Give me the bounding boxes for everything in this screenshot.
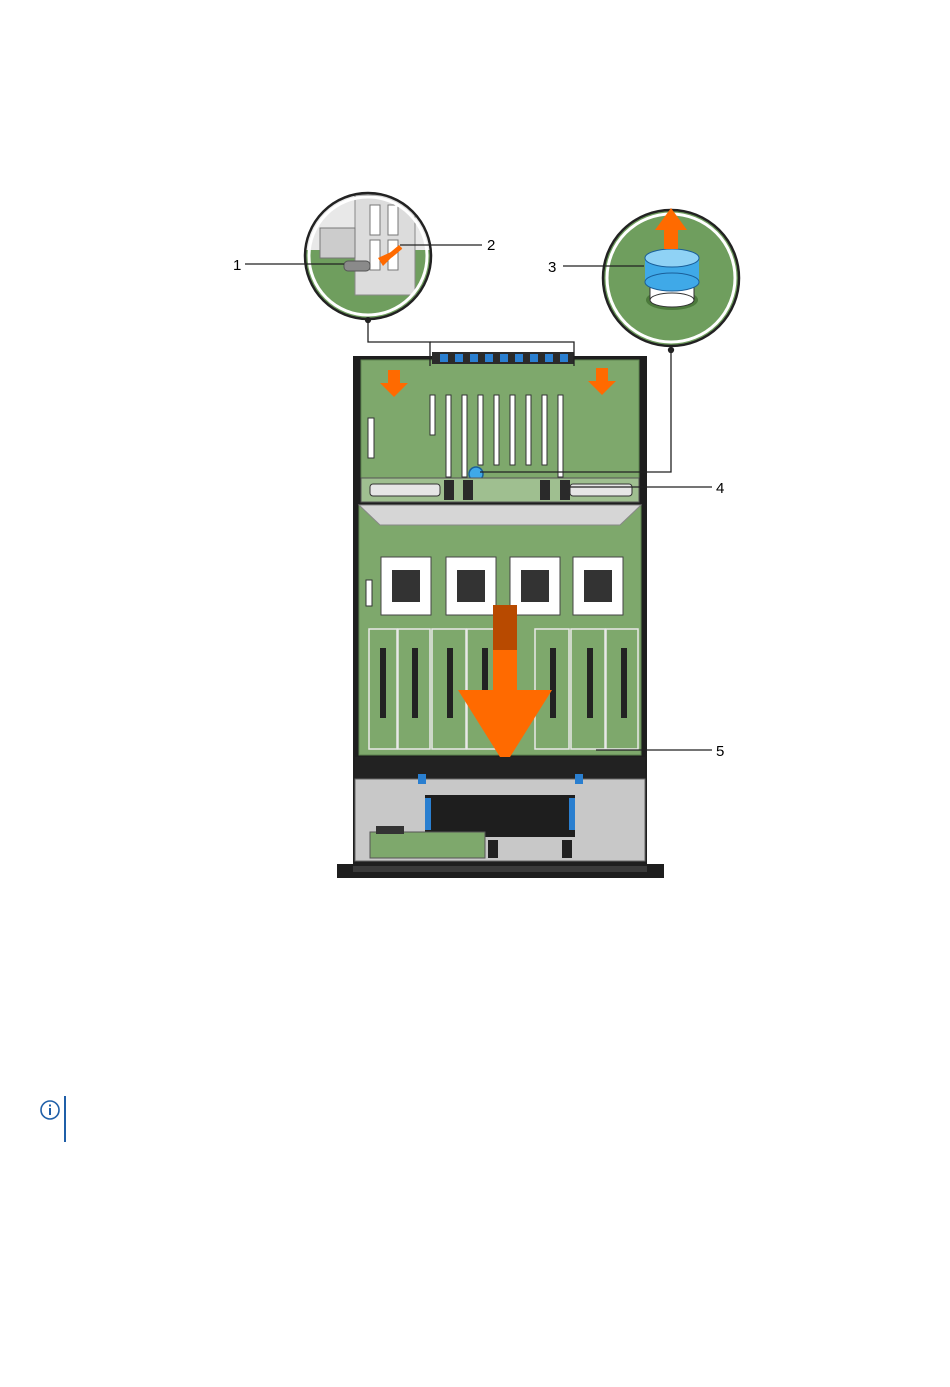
system-board-upper: [361, 352, 639, 481]
handle-rail: [361, 478, 639, 502]
system-board-main: [359, 505, 641, 765]
front-tray: [355, 757, 645, 861]
callout-5: 5: [716, 743, 724, 760]
expansion-slots: [430, 395, 563, 477]
note-bar: [64, 1096, 66, 1142]
callout-2: 2: [487, 237, 495, 254]
inset-release-lever: [300, 190, 440, 330]
info-icon: [39, 1099, 61, 1121]
callout-4: 4: [716, 480, 724, 497]
pcie-connectors: [432, 352, 574, 364]
callout-3: 3: [548, 259, 556, 276]
callout-1: 1: [233, 257, 241, 274]
inset-touch-point: [600, 205, 745, 350]
